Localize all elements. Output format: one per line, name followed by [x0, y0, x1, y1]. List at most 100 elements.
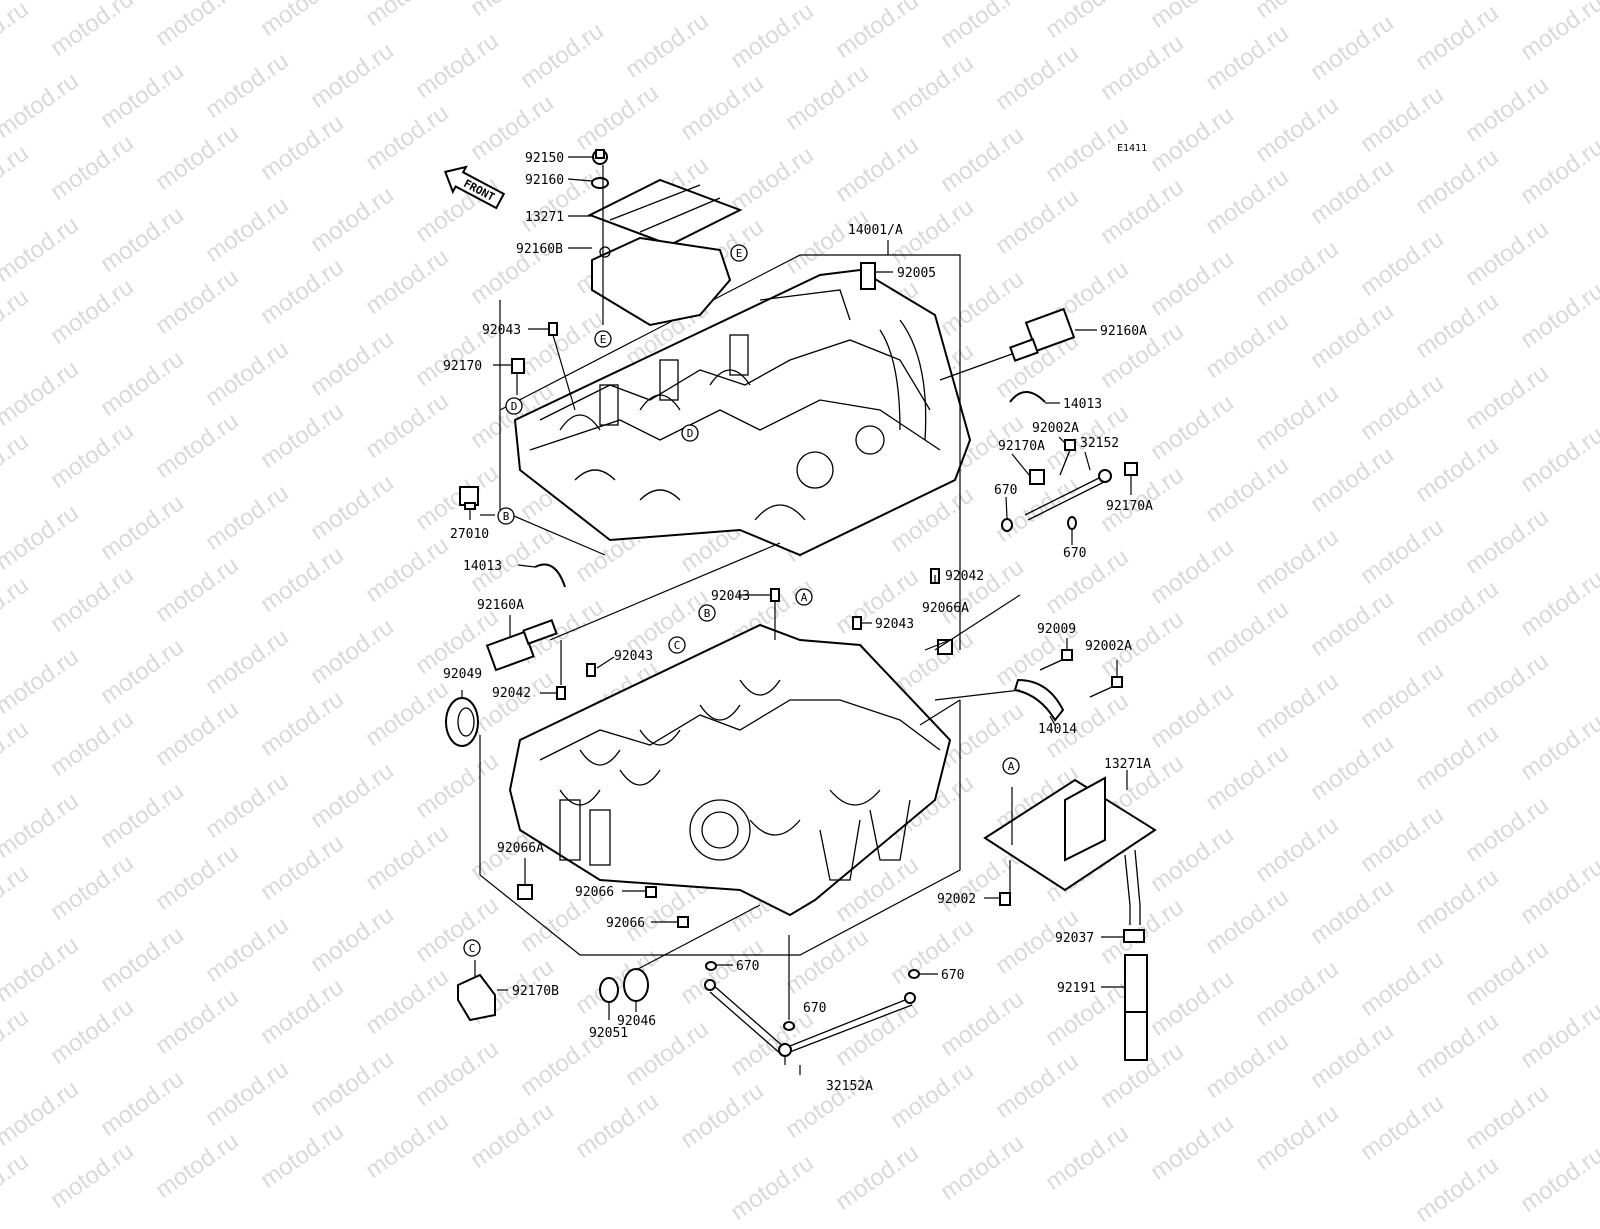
plug-27010 — [459, 486, 479, 510]
oring-670-b — [1067, 516, 1077, 530]
part-label-92043-b: 92043 — [614, 649, 653, 664]
plate-13271 — [587, 178, 743, 247]
front-arrow-icon: FRONT — [443, 165, 506, 210]
ref-marker-B: B — [497, 507, 515, 525]
oring-670-d — [908, 969, 920, 979]
bearing-92160A-right — [1009, 307, 1076, 362]
part-label-92002: 92002 — [937, 892, 976, 907]
crankcase-exploded-diagram: E1411 FRONT — [443, 143, 1157, 1094]
part-label-92042: 92042 — [492, 686, 531, 701]
bolt-92002A-mid — [1089, 676, 1123, 698]
part-label-32152A: 32152A — [826, 1079, 873, 1094]
oil-pipe-32152A — [704, 979, 916, 1057]
part-label-92051: 92051 — [589, 1026, 628, 1041]
part-label-92002A: 92002A — [1032, 421, 1079, 436]
part-label-92150: 92150 — [525, 151, 564, 166]
hose-92191 — [1124, 954, 1148, 1061]
ring-14013-left — [534, 563, 566, 588]
part-label-14014: 14014 — [1038, 722, 1077, 737]
svg-text:B: B — [704, 607, 711, 620]
clamp-92170B — [457, 973, 496, 1022]
part-label-92002A-r: 92002A — [1085, 639, 1132, 654]
svg-text:D: D — [511, 400, 518, 413]
part-label-670-d: 670 — [941, 968, 964, 983]
clamp-92037 — [1123, 929, 1145, 943]
part-label-92160B: 92160B — [516, 242, 563, 257]
ref-marker-D: D — [505, 397, 523, 415]
ref-marker-E: E — [594, 330, 612, 348]
part-label-92049: 92049 — [443, 667, 482, 682]
part-label-14001A: 14001/A — [848, 223, 903, 238]
part-label-92066-b: 92066 — [606, 916, 645, 931]
part-label-92191: 92191 — [1057, 981, 1096, 996]
svg-text:C: C — [469, 942, 476, 955]
part-label-92009: 92009 — [1037, 622, 1076, 637]
svg-text:A: A — [801, 591, 808, 604]
strainer-13271A — [983, 776, 1157, 925]
diagram-code: E1411 — [1117, 143, 1147, 154]
oil-pipe-32152 — [1024, 469, 1112, 521]
part-label-27010: 27010 — [450, 527, 489, 542]
part-label-14013-r: 14013 — [1063, 397, 1102, 412]
part-label-92046: 92046 — [617, 1014, 656, 1029]
part-label-92066A-r: 92066A — [922, 601, 969, 616]
part-label-92160: 92160 — [525, 173, 564, 188]
part-labels: 92150 92160 13271 92160B 92043 92170 270… — [443, 151, 1153, 1094]
oring-670-e — [783, 1021, 795, 1031]
dowel-92005 — [860, 262, 876, 290]
ref-marker-A: A — [1002, 757, 1020, 775]
part-label-92170: 92170 — [443, 359, 482, 374]
ref-marker-B: B — [698, 604, 716, 622]
ref-marker-C: C — [463, 939, 481, 957]
ref-marker-E: E — [730, 244, 748, 262]
ref-marker-A: A — [795, 588, 813, 606]
svg-text:D: D — [687, 427, 694, 440]
part-label-92037: 92037 — [1055, 931, 1094, 946]
dowel-92042-left — [556, 686, 566, 700]
bush-92066-b — [677, 916, 689, 928]
part-label-92066-a: 92066 — [575, 885, 614, 900]
oil-seal-92049 — [445, 697, 479, 747]
oring-670-a — [1001, 518, 1013, 532]
part-label-14013: 14013 — [463, 559, 502, 574]
part-label-92043: 92043 — [482, 323, 521, 338]
part-label-13271A: 13271A — [1104, 757, 1151, 772]
ref-marker-C: C — [668, 636, 686, 654]
svg-text:B: B — [503, 510, 510, 523]
part-label-670-a: 670 — [994, 483, 1017, 498]
dowel-92043-c — [770, 588, 780, 602]
bush-92066A-left — [517, 884, 533, 900]
upper-crankcase — [513, 268, 972, 557]
part-label-92170B: 92170B — [512, 984, 559, 999]
part-label-32152: 32152 — [1080, 436, 1119, 451]
part-label-670-b: 670 — [1063, 546, 1086, 561]
clip-92170A-left — [1029, 469, 1045, 485]
svg-text:E: E — [736, 247, 743, 260]
bolt-92002A-top — [1059, 439, 1076, 476]
bush-92066-a — [645, 886, 657, 898]
bolt-92002 — [999, 892, 1011, 906]
part-label-92042-r: 92042 — [945, 569, 984, 584]
part-label-92170A: 92170A — [998, 439, 1045, 454]
breather-cover-92160B — [591, 236, 732, 327]
svg-text:C: C — [674, 639, 681, 652]
part-label-92160A-r: 92160A — [1100, 324, 1147, 339]
leader-lines — [461, 156, 1132, 1075]
clip-92170 — [511, 358, 525, 374]
svg-text:A: A — [1008, 760, 1015, 773]
bolt-92009 — [1039, 649, 1073, 671]
dowel-92043-d — [852, 616, 862, 630]
dowel-92043 — [548, 322, 558, 336]
part-label-92005: 92005 — [897, 266, 936, 281]
lower-crankcase — [508, 623, 952, 917]
seal-92051 — [599, 977, 619, 1003]
part-label-92043-d: 92043 — [875, 617, 914, 632]
ring-14013-right — [1009, 391, 1046, 403]
part-label-670-c: 670 — [736, 959, 759, 974]
bearing-92160A-left — [485, 619, 558, 672]
bearing-92046 — [623, 968, 649, 1002]
svg-text:E: E — [600, 333, 607, 346]
oring-670-c — [705, 961, 717, 971]
ref-marker-D: D — [681, 424, 699, 442]
part-label-92170A-r: 92170A — [1106, 499, 1153, 514]
